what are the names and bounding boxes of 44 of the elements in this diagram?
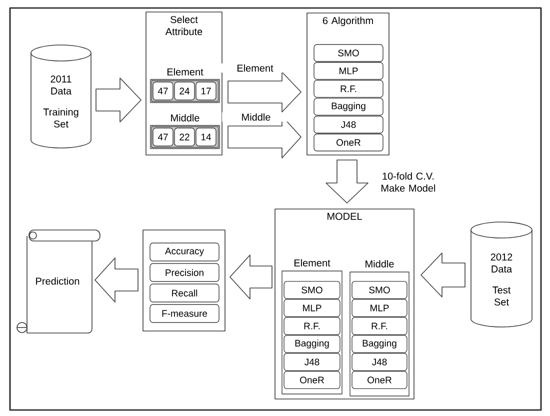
block-arrow xyxy=(326,160,368,204)
edge-label: Middle xyxy=(222,112,290,122)
block-arrow xyxy=(228,72,302,112)
node-label: Element xyxy=(167,68,204,76)
node-label: Middle xyxy=(171,114,200,122)
list-item: Bagging xyxy=(314,98,384,116)
number-cell: 24 xyxy=(174,82,195,100)
list-item: OneR xyxy=(352,370,408,390)
cylinder: 2011 Data Training Set xyxy=(30,44,92,148)
list-item: OneR xyxy=(284,370,340,390)
block-arrow xyxy=(230,254,272,300)
list-item: MLP xyxy=(314,62,384,80)
list-item: SMO xyxy=(284,280,340,300)
edge-label: 10-fold C.V. Make Model xyxy=(374,171,442,193)
number-cell: 47 xyxy=(152,82,174,100)
block-arrow xyxy=(94,258,138,302)
list-item: SMO xyxy=(314,44,384,62)
list-item: J48 xyxy=(314,116,384,134)
number-cell: 47 xyxy=(152,128,174,146)
block-arrow xyxy=(420,252,466,298)
number-cell: 14 xyxy=(196,128,216,146)
list-item: J48 xyxy=(352,352,408,372)
list-item: R.F. xyxy=(314,80,384,98)
list-item: SMO xyxy=(352,280,408,300)
cylinder: 2012 Data Test Set xyxy=(470,222,532,328)
list-item: MLP xyxy=(352,298,408,318)
edge-label: Element xyxy=(221,63,289,73)
list-item: Recall xyxy=(150,284,220,302)
list-item: Bagging xyxy=(352,334,408,354)
list-item: Precision xyxy=(150,263,220,282)
list-item: R.F. xyxy=(352,316,408,336)
list-item: MLP xyxy=(284,298,340,318)
list-item: Bagging xyxy=(284,334,340,354)
number-cell: 22 xyxy=(174,128,195,146)
list-item: R.F. xyxy=(284,316,340,336)
list-item: Accuracy xyxy=(150,242,220,262)
node-label: Element xyxy=(294,259,330,266)
scroll: Prediction xyxy=(16,230,100,334)
list-item: OneR xyxy=(314,134,384,152)
block-arrow xyxy=(96,78,142,122)
number-cell: 17 xyxy=(196,82,216,100)
list-item: F-measure xyxy=(150,304,220,323)
list-item: J48 xyxy=(284,352,340,372)
node-label: Middle xyxy=(366,260,394,268)
